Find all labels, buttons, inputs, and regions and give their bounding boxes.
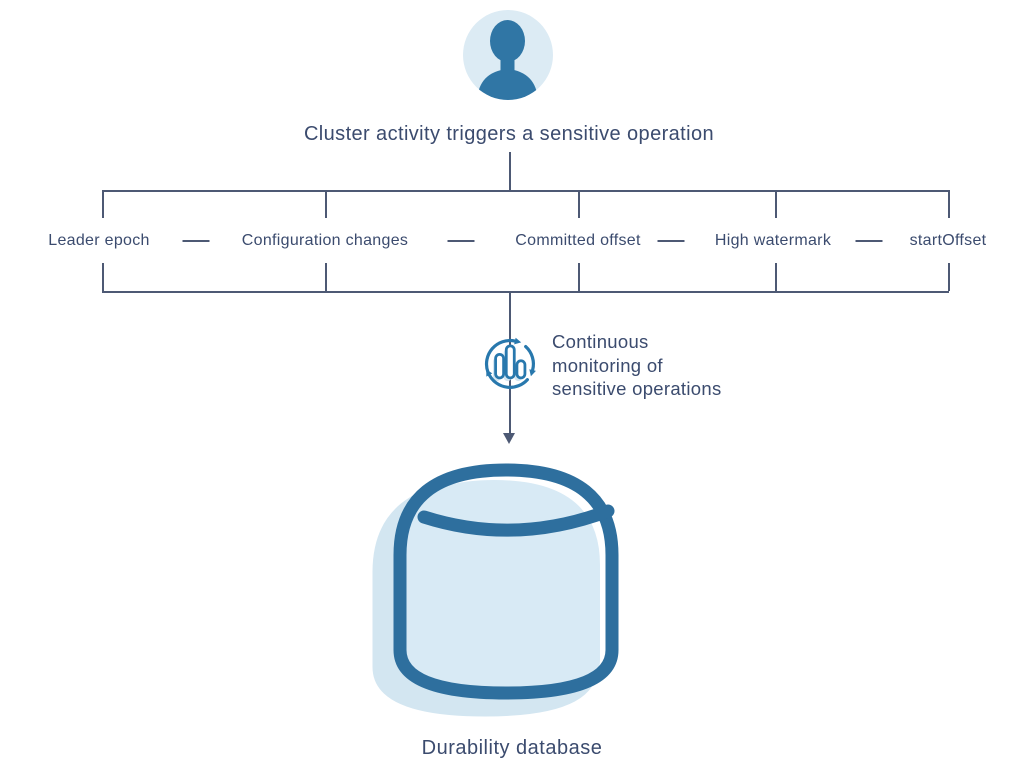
bracket-bottom-line — [102, 291, 949, 293]
cycle-monitoring-bars-icon — [484, 337, 536, 389]
cycle-arrows — [484, 338, 535, 389]
branch-label-high-watermark: High watermark — [714, 232, 832, 249]
bracket-tick — [102, 190, 104, 218]
branch-label-configuration-changes: Configuration changes — [241, 232, 409, 249]
bracket-tick — [325, 263, 327, 291]
branch-label-leader-epoch: Leader epoch — [48, 232, 150, 249]
user-avatar — [463, 10, 553, 100]
cylinder-top-arc — [417, 504, 615, 537]
database-label: Durability database — [421, 737, 603, 759]
bar-chart-bars — [494, 344, 527, 380]
branch-label-startoffset: startOffset — [909, 232, 987, 249]
monitor-caption-line: sensitive operations — [552, 378, 722, 399]
person-icon — [477, 20, 538, 100]
bracket-tick — [102, 263, 104, 291]
bracket-tick — [578, 263, 580, 291]
bracket-tick — [775, 263, 777, 291]
cycle-arrowheads — [486, 337, 536, 377]
monitor-caption: Continuous monitoring of sensitive opera… — [552, 330, 722, 401]
bracket-tick — [948, 263, 950, 291]
label-separator-dash — [855, 240, 883, 242]
database-cylinder-icon — [372, 463, 619, 717]
label-separator-dash — [657, 240, 685, 242]
diagram-title: Cluster activity triggers a sensitive op… — [303, 123, 715, 145]
cylinder-outline — [393, 463, 619, 700]
branch-label-committed-offset: Committed offset — [515, 232, 641, 249]
monitor-caption-line: Continuous — [552, 331, 649, 352]
bracket-tick — [948, 190, 950, 218]
down-arrow — [503, 433, 515, 444]
bracket-tick — [578, 190, 580, 218]
monitor-caption-line: monitoring of — [552, 354, 663, 376]
title-connector-line — [509, 152, 511, 190]
bracket-top-line — [102, 190, 949, 192]
label-separator-dash — [182, 240, 210, 242]
label-separator-dash — [447, 240, 475, 242]
bracket-tick — [325, 190, 327, 218]
bracket-tick — [775, 190, 777, 218]
